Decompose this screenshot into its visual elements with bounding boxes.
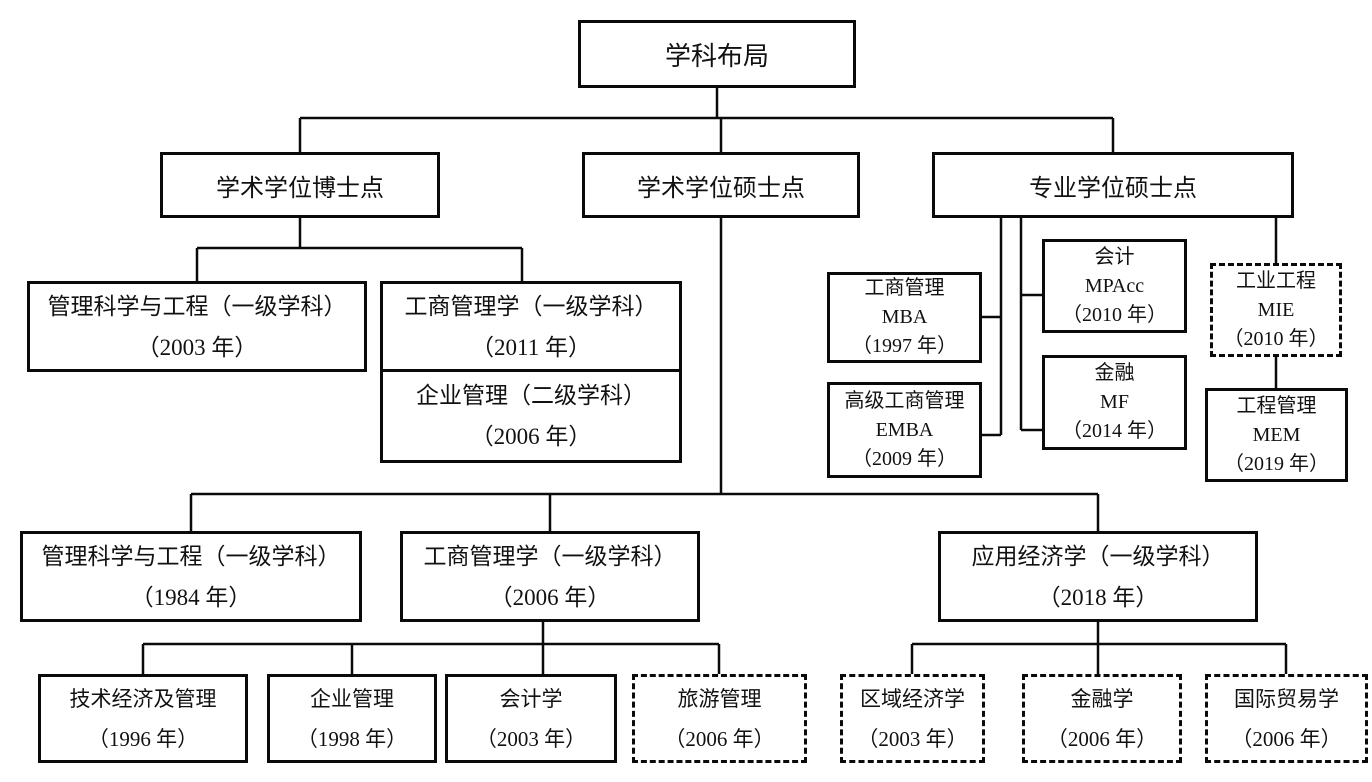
- node-master-business-admin-2006: 工商管理学（一级学科） （2006 年）: [400, 531, 700, 622]
- node-label: 工商管理学（一级学科）: [404, 293, 658, 319]
- node-year: （2006 年）: [470, 424, 592, 449]
- node-year: （1984 年）: [130, 584, 252, 610]
- node-mem-2019: 工程管理 MEM （2019 年）: [1205, 388, 1348, 482]
- node-master-mgmt-science-1984: 管理科学与工程（一级学科） （1984 年）: [20, 531, 362, 622]
- node-label: 学术学位硕士点: [637, 175, 805, 202]
- node-year: （2006 年）: [1231, 726, 1342, 751]
- node-year: （2019 年）: [1224, 452, 1329, 475]
- node-label: 会计学: [499, 686, 563, 711]
- node-abbr: MF: [1100, 391, 1129, 413]
- node-label: 应用经济学（一级学科）: [971, 543, 1225, 569]
- node-label: 管理科学与工程（一级学科）: [41, 543, 341, 569]
- node-mie-2010: 工业工程 MIE （2010 年）: [1210, 263, 1342, 357]
- node-mpacc-2010: 会计 MPAcc （2010 年）: [1042, 239, 1187, 333]
- node-year: （1998 年）: [296, 726, 408, 751]
- node-label: 企业管理: [310, 686, 394, 711]
- node-abbr: MBA: [881, 306, 928, 328]
- node-tourism-mgmt-2006: 旅游管理 （2006 年）: [632, 674, 807, 763]
- node-phd-mgmt-science-2003: 管理科学与工程（一级学科） （2003 年）: [27, 281, 367, 372]
- node-label: 国际贸易学: [1234, 686, 1339, 711]
- node-year: （2010 年）: [1062, 303, 1167, 326]
- node-year: （2006 年）: [664, 726, 775, 751]
- node-label: 学科布局: [664, 41, 769, 71]
- node-regional-economics-2003: 区域经济学 （2003 年）: [840, 674, 985, 763]
- node-label: 金融: [1094, 362, 1135, 384]
- node-abbr: MPAcc: [1084, 274, 1145, 297]
- node-label: 学术学位博士点: [216, 175, 384, 202]
- node-year: （2006 年）: [489, 584, 611, 610]
- node-label: 区域经济学: [860, 686, 965, 711]
- node-label: 管理科学与工程（一级学科）: [47, 293, 347, 319]
- node-abbr: MIE: [1257, 298, 1295, 321]
- node-label: 工商管理: [864, 277, 945, 299]
- node-accounting-2003: 会计学 （2003 年）: [445, 674, 617, 763]
- node-label: 工程管理: [1236, 394, 1317, 417]
- node-year: （2003 年）: [475, 726, 587, 751]
- node-professional-master-programs: 专业学位硕士点: [932, 152, 1294, 218]
- node-emba-2009: 高级工商管理 EMBA （2009 年）: [827, 382, 982, 478]
- node-abbr: EMBA: [875, 418, 934, 441]
- node-label: 企业管理（二级学科）: [416, 383, 646, 408]
- node-enterprise-mgmt-1998: 企业管理 （1998 年）: [267, 674, 437, 763]
- node-label: 旅游管理: [677, 686, 762, 711]
- node-tech-economics-mgmt-1996: 技术经济及管理 （1996 年）: [38, 674, 248, 763]
- node-year: （2011 年）: [471, 334, 591, 360]
- node-year: （2018 年）: [1037, 584, 1159, 610]
- node-label: 工商管理学（一级学科）: [423, 543, 677, 569]
- node-year: （2010 年）: [1223, 327, 1329, 350]
- node-subject-layout: 学科布局: [578, 20, 856, 88]
- node-label: 会计: [1094, 245, 1135, 268]
- node-label: 金融学: [1070, 686, 1134, 711]
- node-abbr: MEM: [1252, 423, 1301, 446]
- node-mf-2014: 金融 MF （2014 年）: [1042, 355, 1187, 450]
- node-mba-1997: 工商管理 MBA （1997 年）: [827, 272, 982, 363]
- node-label: 高级工商管理: [844, 389, 965, 412]
- node-phd-business-admin-2011: 工商管理学（一级学科） （2011 年）: [380, 281, 682, 372]
- node-intl-trade-2006: 国际贸易学 （2006 年）: [1205, 674, 1368, 763]
- node-label: 专业学位硕士点: [1029, 175, 1197, 202]
- node-label: 技术经济及管理: [69, 686, 217, 711]
- node-year: （1996 年）: [87, 726, 199, 751]
- node-year: （2009 年）: [852, 447, 957, 470]
- node-year: （2003 年）: [857, 726, 968, 751]
- node-year: （2006 年）: [1046, 726, 1158, 751]
- node-year: （1997 年）: [852, 335, 957, 357]
- node-master-applied-economics-2018: 应用经济学（一级学科） （2018 年）: [938, 531, 1258, 622]
- node-label: 工业工程: [1236, 269, 1316, 292]
- node-year: （2014 年）: [1062, 420, 1167, 442]
- node-finance-2006: 金融学 （2006 年）: [1022, 674, 1182, 763]
- node-year: （2003 年）: [136, 334, 258, 360]
- node-phd-enterprise-mgmt-2006: 企业管理（二级学科） （2006 年）: [380, 369, 682, 463]
- node-academic-phd-programs: 学术学位博士点: [160, 152, 440, 218]
- node-academic-master-programs: 学术学位硕士点: [582, 152, 860, 218]
